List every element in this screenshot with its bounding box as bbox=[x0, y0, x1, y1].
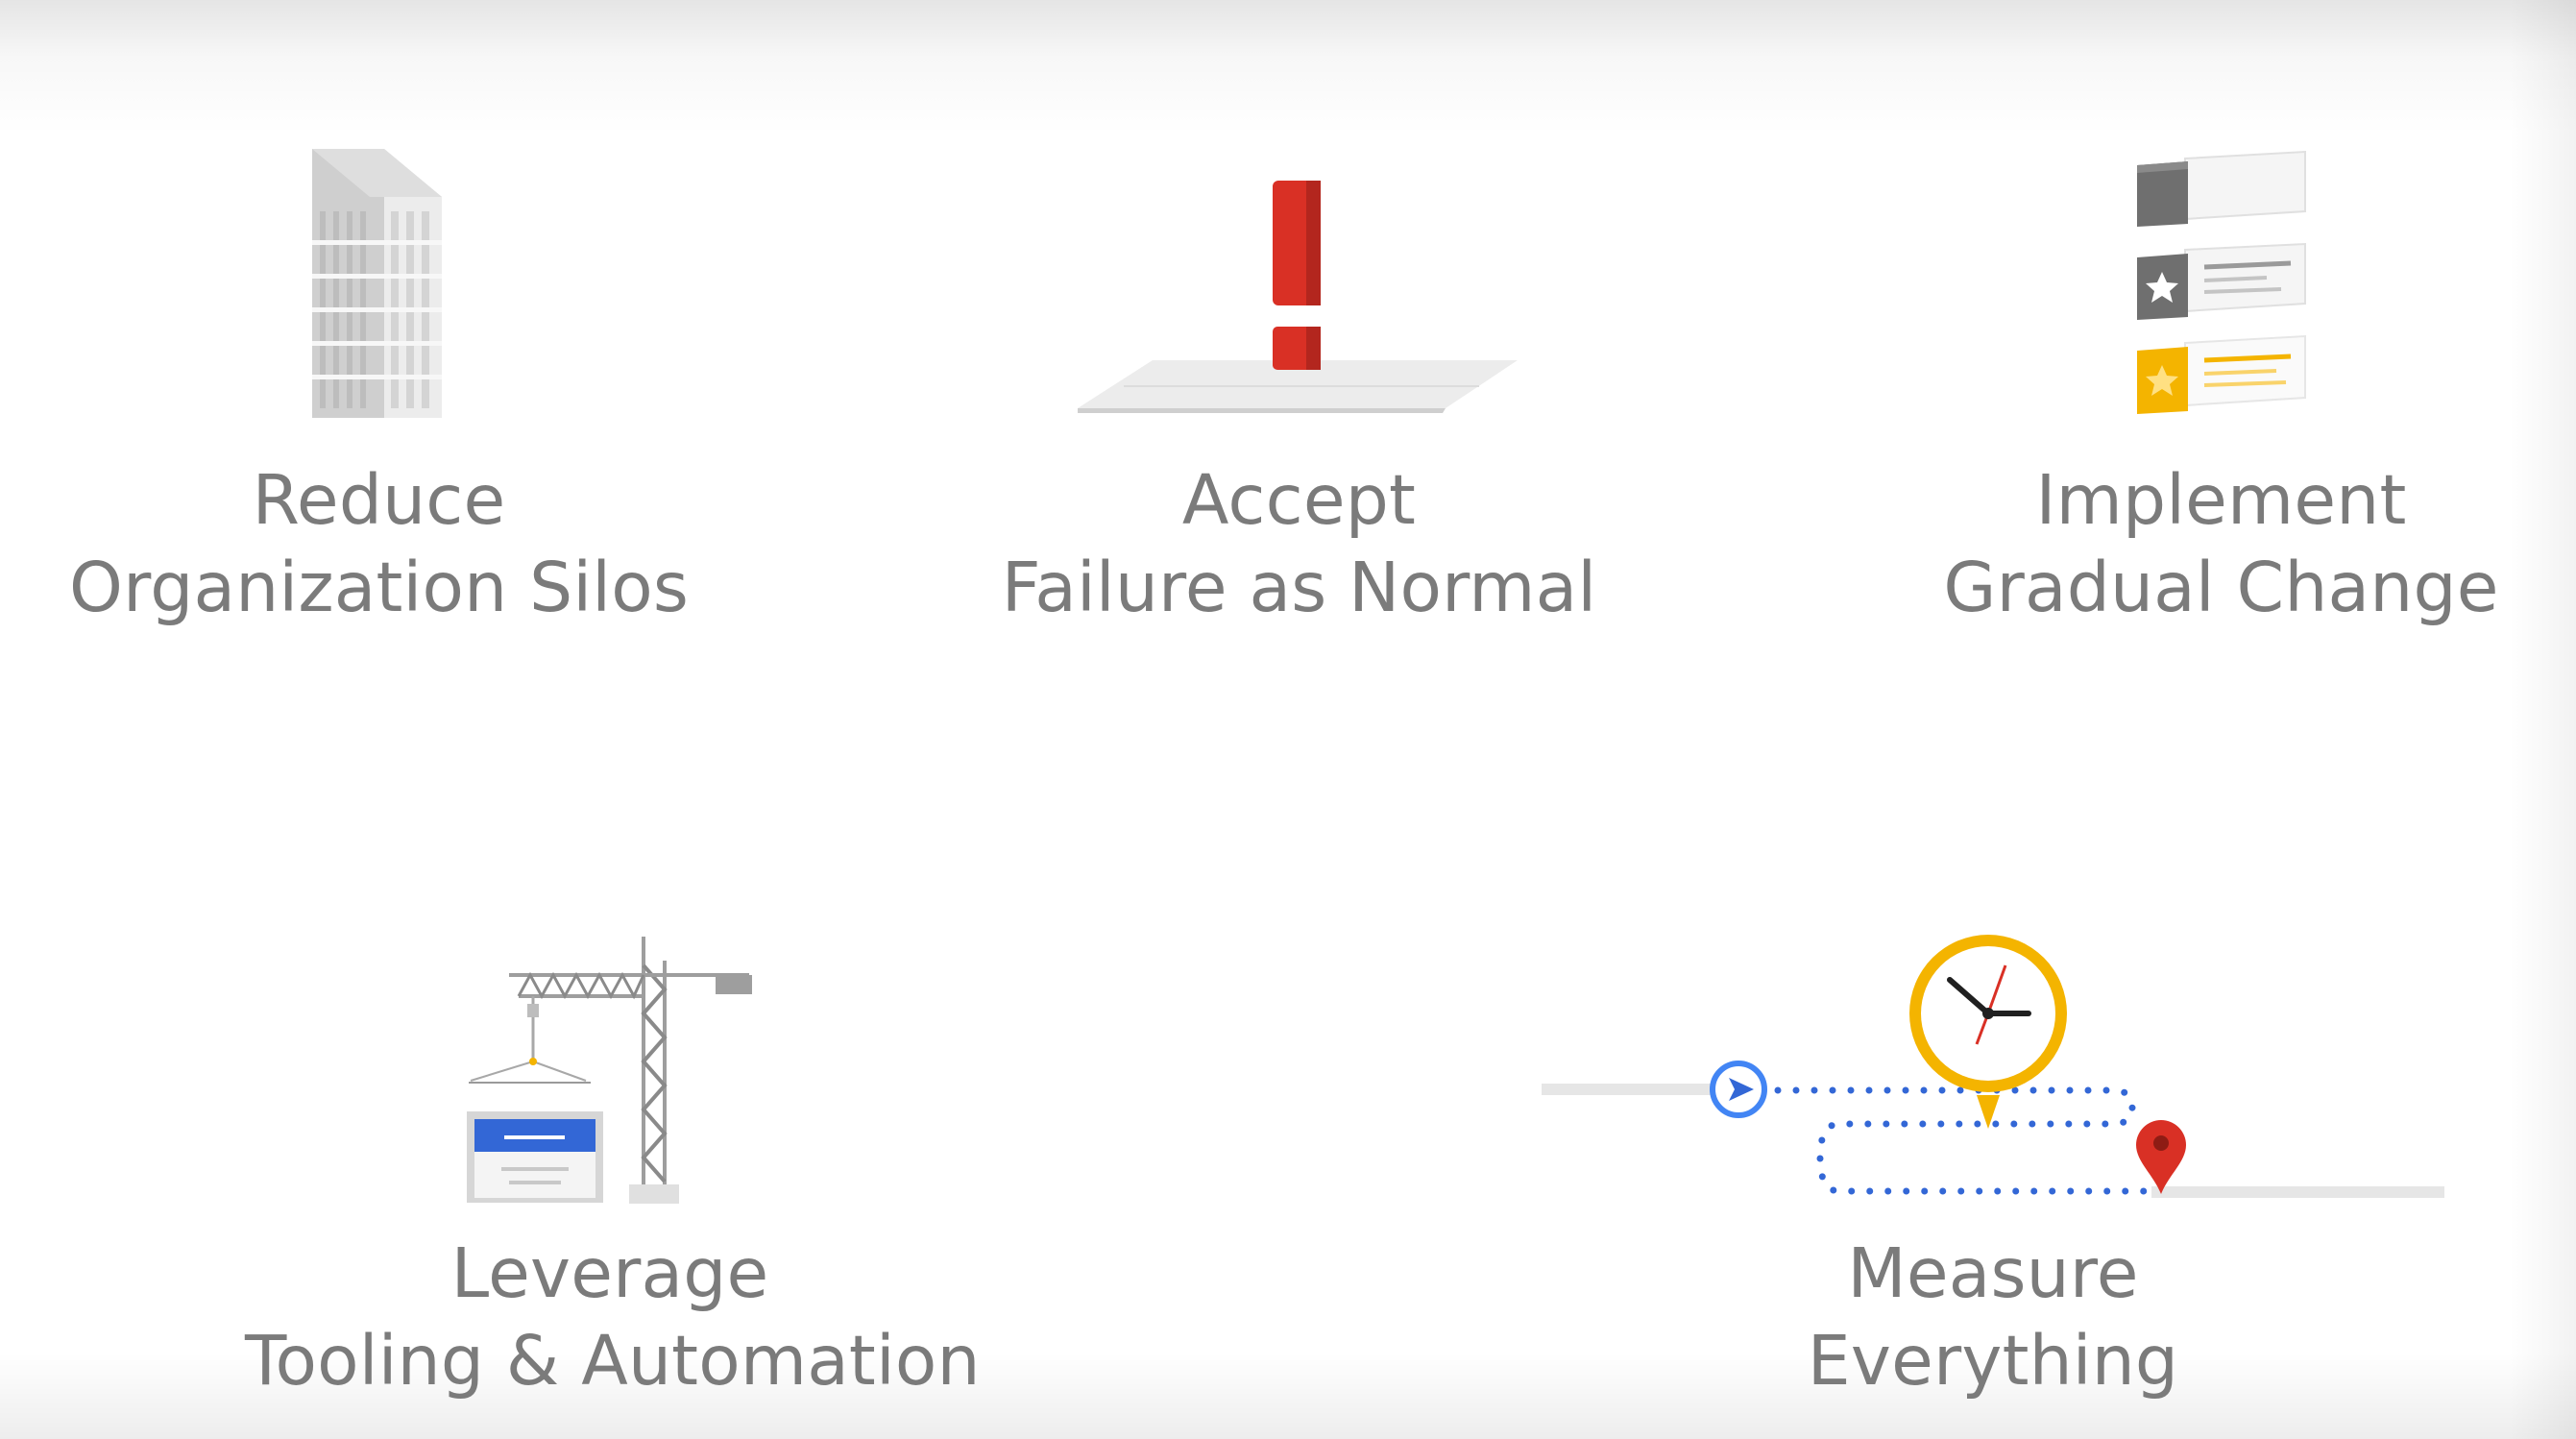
exclamation-icon bbox=[1078, 181, 1518, 413]
caption-line-1: Implement bbox=[2035, 460, 2407, 540]
clock-route-icon bbox=[1542, 935, 2444, 1198]
caption-line-1: Leverage bbox=[450, 1233, 769, 1313]
caption-line-2: Failure as Normal bbox=[1001, 548, 1597, 627]
caption-line-2: Organization Silos bbox=[69, 548, 690, 627]
principle-caption: Leverage Tooling & Automation bbox=[245, 1230, 981, 1404]
building-icon bbox=[312, 149, 442, 418]
principle-caption: Implement Gradual Change bbox=[1921, 456, 2521, 631]
caption-line-2: Everything bbox=[1807, 1321, 2179, 1401]
principle-caption: Reduce Organization Silos bbox=[69, 456, 689, 631]
stacked-cards-icon bbox=[2137, 150, 2306, 414]
caption-line-2: Tooling & Automation bbox=[245, 1321, 981, 1401]
crane-icon bbox=[467, 937, 752, 1204]
caption-line-1: Reduce bbox=[252, 460, 506, 540]
principle-caption: Accept Failure as Normal bbox=[989, 456, 1609, 631]
caption-line-2: Gradual Change bbox=[1943, 548, 2499, 627]
caption-line-1: Measure bbox=[1847, 1233, 2139, 1313]
caption-line-1: Accept bbox=[1181, 460, 1417, 540]
principle-caption: Measure Everything bbox=[1676, 1230, 2310, 1404]
